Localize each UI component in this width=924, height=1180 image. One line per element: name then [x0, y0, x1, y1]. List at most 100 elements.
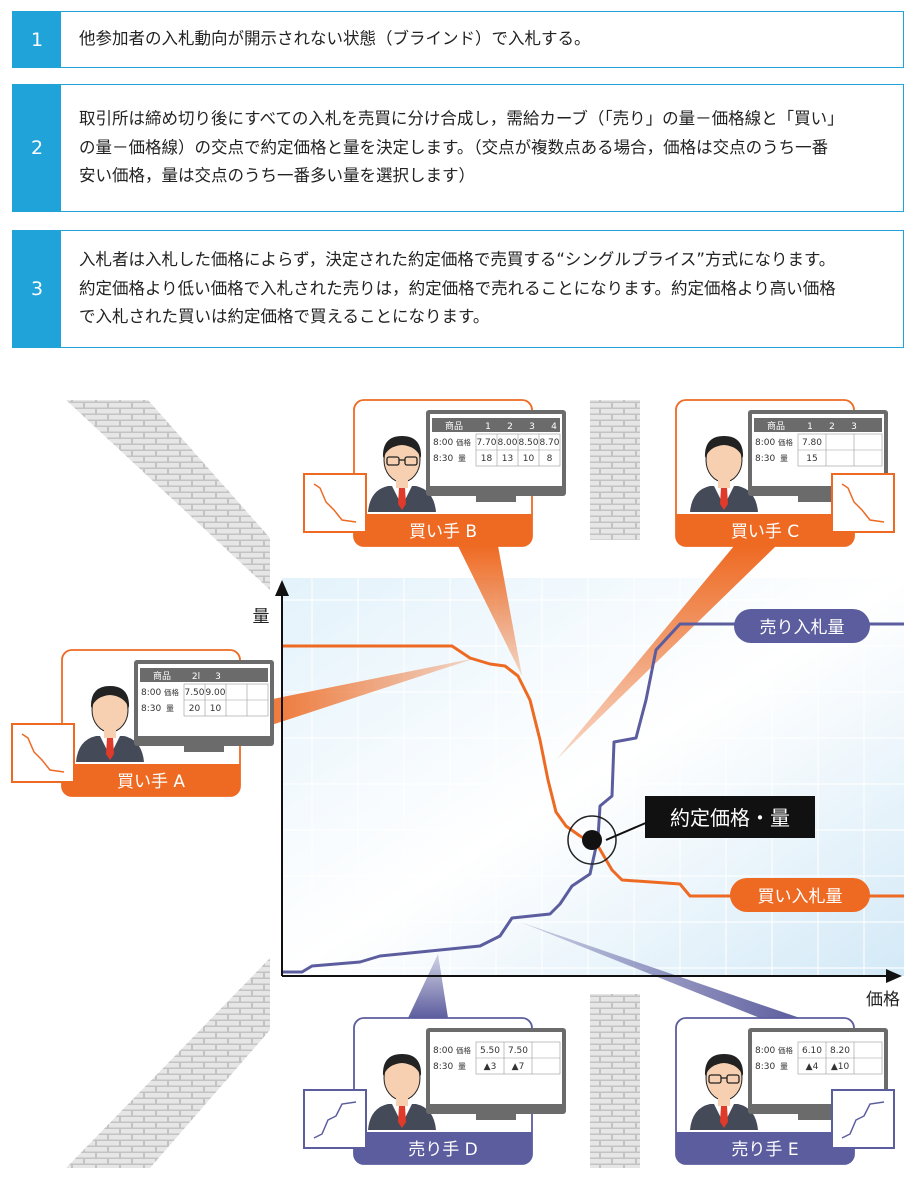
qty-row-label: 量: [780, 1062, 788, 1071]
table-header-cell: 2: [829, 422, 835, 432]
participant-label: 売り手 D: [408, 1140, 478, 1160]
qty-cell: ▲4: [806, 1062, 819, 1072]
qty-cell: 15: [806, 454, 817, 464]
mini-chart-icon: [303, 473, 367, 533]
table-header-cell: 1: [485, 422, 491, 432]
mini-curve: [841, 483, 885, 523]
table-header-cell: 商品: [767, 420, 785, 432]
mini-chart-icon: [11, 723, 75, 783]
price-cell: 7.80: [802, 438, 822, 448]
qty-cell: ▲3: [484, 1062, 497, 1072]
time-from: 8:00: [755, 438, 775, 448]
step-box-3: 3 入札者は入札した価格によらず，決定された約定価格で売買する“シングルプライス…: [12, 230, 904, 348]
table-header-cell: 4: [551, 422, 557, 432]
step-text: 取引所は締め切り後にすべての入札を売買に分け合成し，需給カーブ（「売り」の量－価…: [79, 109, 844, 186]
qty-cell: 8: [547, 454, 553, 464]
qty-cell: ▲10: [831, 1062, 850, 1072]
table-header-cell: 3: [529, 422, 535, 432]
axes: 量 価格: [253, 580, 902, 1010]
mini-curve: [21, 733, 65, 773]
mini-chart-icon: [831, 473, 895, 533]
participant-label: 売り手 E: [731, 1140, 798, 1160]
supply-demand-curves: [282, 622, 904, 974]
participant-label: 買い手 A: [117, 772, 185, 792]
sell-curve-label: 売り入札量: [760, 618, 845, 638]
time-from: 8:00: [141, 688, 161, 698]
price-cell: 8.50: [518, 438, 538, 448]
step-box-2: 2 取引所は締め切り後にすべての入札を売買に分け合成し，需給カーブ（「売り」の量…: [12, 84, 904, 212]
qty-row-label: 量: [458, 454, 466, 463]
qty-cell: ▲7: [512, 1062, 525, 1072]
qty-cell: 20: [189, 704, 201, 714]
table-header-cell: 3: [215, 672, 221, 682]
person-icon: [368, 1054, 436, 1130]
grid-lines: [282, 578, 904, 976]
y-axis-label: 量: [253, 607, 270, 627]
person-icon: [368, 436, 436, 512]
qty-cell: 18: [481, 454, 493, 464]
x-axis-label: 価格: [866, 990, 900, 1010]
qty-cell: 10: [210, 704, 222, 714]
qty-row-label: 量: [780, 454, 788, 463]
time-from: 8:00: [433, 438, 453, 448]
intersection-marker: 約定価格・量: [567, 796, 815, 865]
price-row-label: 価格: [778, 437, 793, 447]
price-row-label: 価格: [456, 1045, 471, 1055]
step-number: 1: [13, 12, 61, 67]
table-header-cell: 2: [507, 422, 513, 432]
participant-label: 買い手 C: [731, 522, 799, 542]
intersection-label: 約定価格・量: [670, 806, 790, 830]
price-cell: 8.00: [497, 438, 517, 448]
time-to: 8:30: [433, 454, 453, 464]
buy-curve: [282, 644, 904, 898]
qty-row-label: 量: [458, 1062, 466, 1071]
person-icon: [690, 436, 758, 512]
table-header-cell: 2l: [192, 672, 200, 682]
price-cell: 5.50: [480, 1046, 500, 1056]
price-cell: 7.50: [184, 688, 204, 698]
mini-curve: [313, 1101, 357, 1139]
price-cell: 8.20: [830, 1046, 850, 1056]
connector-beams: [238, 546, 800, 1018]
qty-cell: 13: [502, 454, 513, 464]
price-row-label: 価格: [778, 1045, 793, 1055]
price-row-label: 価格: [456, 437, 471, 447]
step-number: 3: [13, 231, 61, 347]
mini-curve: [313, 483, 357, 523]
mini-chart-icon: [831, 1089, 895, 1149]
table-header-cell: 1: [807, 422, 813, 432]
sell-curve-label-pill: 売り入札量: [734, 609, 870, 643]
time-from: 8:00: [755, 1046, 775, 1056]
price-cell: 9.00: [205, 688, 225, 698]
time-to: 8:30: [433, 1062, 453, 1072]
x-axis-arrow: [886, 969, 902, 983]
time-to: 8:30: [755, 454, 775, 464]
step-box-1: 1 他参加者の入札動向が開示されない状態（ブラインド）で入札する。: [12, 11, 904, 68]
sell-curve: [282, 622, 904, 974]
price-cell: 7.70: [476, 438, 496, 448]
price-cell: 7.50: [508, 1046, 528, 1056]
qty-cell: 10: [523, 454, 535, 464]
brick-walls: [66, 400, 640, 1168]
price-cell: 8.70: [539, 438, 559, 448]
y-axis-arrow: [275, 580, 289, 596]
table-header-cell: 商品: [153, 670, 171, 682]
table-header-cell: 3: [851, 422, 857, 432]
buy-curve-label: 買い入札量: [758, 887, 843, 907]
table-header-cell: 商品: [445, 420, 463, 432]
price-cell: 6.10: [802, 1046, 822, 1056]
step-number: 2: [13, 85, 61, 211]
time-to: 8:30: [141, 704, 161, 714]
price-row-label: 価格: [164, 687, 179, 697]
step-text: 入札者は入札した価格によらず，決定された約定価格で売買する“シングルプライス”方…: [79, 250, 836, 327]
